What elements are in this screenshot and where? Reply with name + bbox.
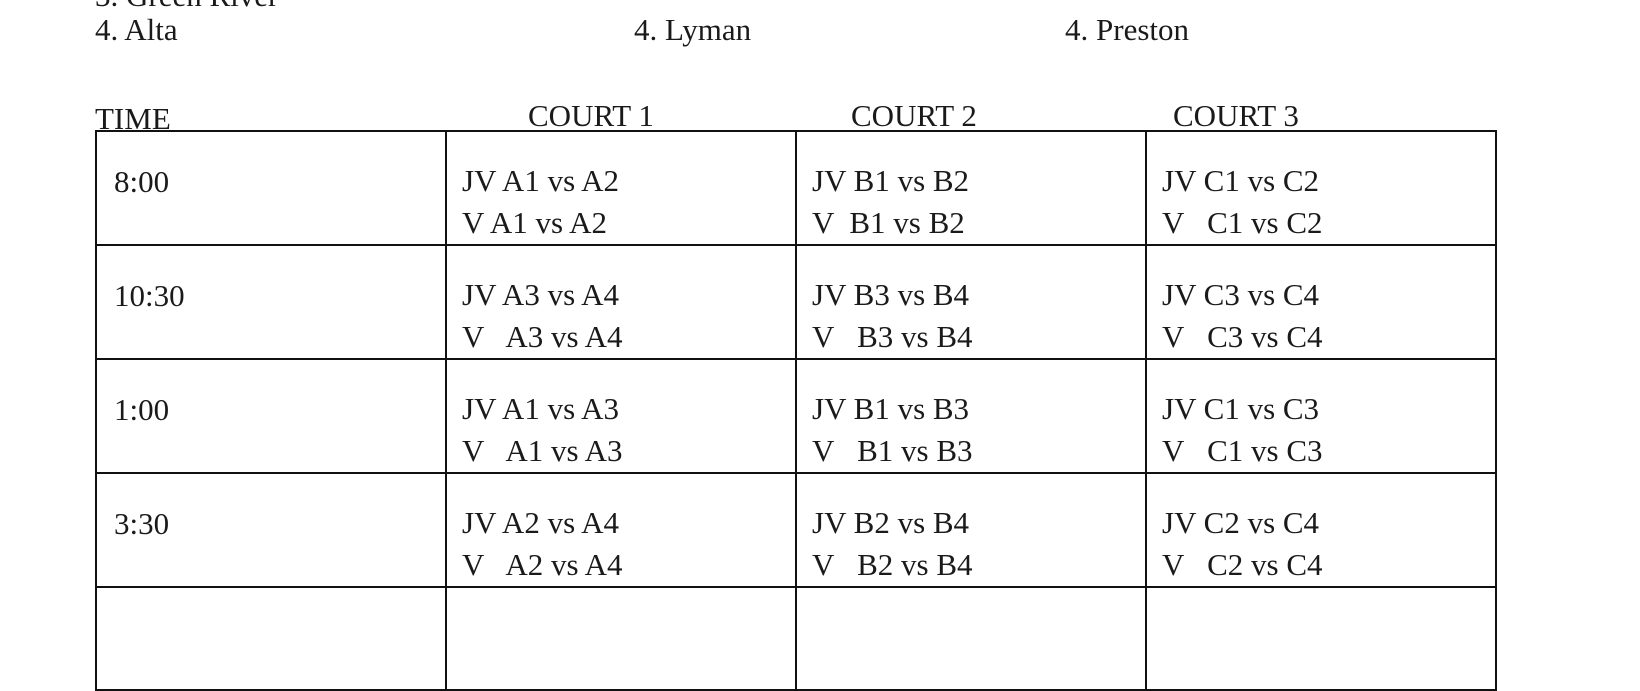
varsity-match: V A3 vs A4 xyxy=(462,319,623,354)
varsity-match: V C1 vs C2 xyxy=(1162,205,1323,240)
jv-match: JV A3 vs A4 xyxy=(462,277,620,312)
jv-match: JV B2 vs B4 xyxy=(812,505,970,540)
court-3-cell: JV C3 vs C4 V C3 vs C4 xyxy=(1145,244,1497,360)
varsity-match: V B2 vs B4 xyxy=(812,547,973,582)
court-3-cell: JV C1 vs C3 V C1 vs C3 xyxy=(1145,358,1497,474)
varsity-match: V C2 vs C4 xyxy=(1162,547,1323,582)
court-3-cell: JV C1 vs C2 V C1 vs C2 xyxy=(1145,130,1497,246)
header-court-2: COURT 2 xyxy=(851,98,977,133)
court-2-cell: JV B3 vs B4 V B3 vs B4 xyxy=(795,244,1147,360)
court-1-cell: JV A1 vs A2 V A1 vs A2 xyxy=(445,130,797,246)
court-1-cell: JV A1 vs A3 V A1 vs A3 xyxy=(445,358,797,474)
empty-cell xyxy=(1145,586,1497,691)
varsity-match: V A2 vs A4 xyxy=(462,547,623,582)
court-1-cell: JV A2 vs A4 V A2 vs A4 xyxy=(445,472,797,588)
empty-cell xyxy=(445,586,797,691)
header-court-3: COURT 3 xyxy=(1173,98,1299,133)
varsity-match: V B3 vs B4 xyxy=(812,319,973,354)
header-court-1: COURT 1 xyxy=(528,98,654,133)
varsity-match: V A1 vs A3 xyxy=(462,433,623,468)
varsity-match: V C1 vs C3 xyxy=(1162,433,1323,468)
time-cell: 10:30 xyxy=(95,244,447,360)
team-list-3-item-4: 4. Preston xyxy=(1065,12,1189,47)
jv-match: JV A1 vs A2 xyxy=(462,163,620,198)
jv-match: JV A1 vs A3 xyxy=(462,391,620,426)
court-2-cell: JV B1 vs B3 V B1 vs B3 xyxy=(795,358,1147,474)
court-2-cell: JV B2 vs B4 V B2 vs B4 xyxy=(795,472,1147,588)
jv-match: JV B3 vs B4 xyxy=(812,277,970,312)
court-2-cell: JV B1 vs B2 V B1 vs B2 xyxy=(795,130,1147,246)
varsity-match: V C3 vs C4 xyxy=(1162,319,1323,354)
team-list-2-item-4: 4. Lyman xyxy=(634,12,752,47)
court-1-cell: JV A3 vs A4 V A3 vs A4 xyxy=(445,244,797,360)
varsity-match: V B1 vs B2 xyxy=(812,205,965,240)
table-row: 8:00 JV A1 vs A2 V A1 vs A2 JV B1 vs B2 V B1… xyxy=(95,130,1497,246)
varsity-match: V A1 vs A2 xyxy=(462,205,607,240)
empty-cell xyxy=(795,586,1147,691)
table-row: 3:30 JV A2 vs A4 V A2 vs A4 JV B2 vs B4 V B2… xyxy=(95,472,1497,588)
jv-match: JV C1 vs C3 xyxy=(1162,391,1320,426)
table-row: 10:30 JV A3 vs A4 V A3 vs A4 JV B3 vs B4 V B… xyxy=(95,244,1497,360)
time-cell: 8:00 xyxy=(95,130,447,246)
jv-match: JV C1 vs C2 xyxy=(1162,163,1320,198)
time-cell: 3:30 xyxy=(95,472,447,588)
varsity-match: V B1 vs B3 xyxy=(812,433,973,468)
team-list-item-partial: 3. Green River xyxy=(95,0,278,11)
jv-match: JV B1 vs B2 xyxy=(812,163,970,198)
court-3-cell: JV C2 vs C4 V C2 vs C4 xyxy=(1145,472,1497,588)
empty-cell xyxy=(95,586,447,691)
jv-match: JV C3 vs C4 xyxy=(1162,277,1320,312)
table-row-empty xyxy=(95,586,1497,691)
jv-match: JV B1 vs B3 xyxy=(812,391,970,426)
table-row: 1:00 JV A1 vs A3 V A1 vs A3 JV B1 vs B3 V B1… xyxy=(95,358,1497,474)
schedule-table: 8:00 JV A1 vs A2 V A1 vs A2 JV B1 vs B2 V B1… xyxy=(95,130,1497,691)
jv-match: JV A2 vs A4 xyxy=(462,505,620,540)
time-cell: 1:00 xyxy=(95,358,447,474)
team-list-1-item-4: 4. Alta xyxy=(95,12,178,47)
jv-match: JV C2 vs C4 xyxy=(1162,505,1320,540)
